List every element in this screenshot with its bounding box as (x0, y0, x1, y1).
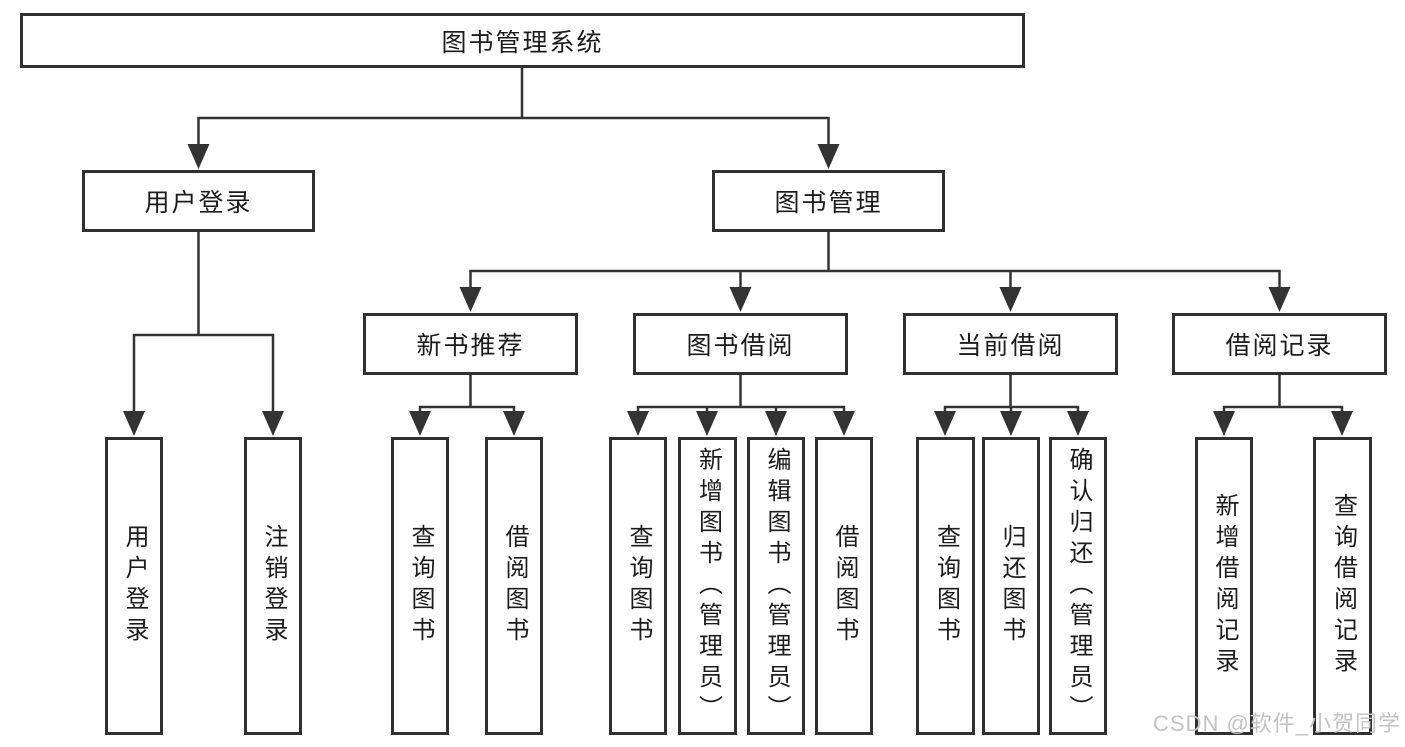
csdn-watermark: CSDN @软件_小贺同学 (1153, 711, 1402, 736)
node-label: 确认归还（管理员） (1065, 446, 1092, 726)
node-label: 归还图书 (998, 524, 1025, 648)
node-label: 当前借阅 (956, 332, 1065, 360)
node-label: 查询图书 (932, 524, 960, 648)
leaf-confirm-return-admin: 确认归还（管理员） (1049, 437, 1107, 735)
leaf-add-book-admin: 新增图书（管理员） (678, 437, 737, 735)
node-book-borrowing: 图书借阅 (633, 313, 848, 375)
leaf-return-books: 归还图书 (982, 437, 1040, 735)
arrow-heads (123, 144, 1353, 436)
node-new-book-recommend: 新书推荐 (363, 313, 578, 375)
node-label: 新增借阅记录 (1211, 493, 1238, 679)
node-label: 借阅图书 (501, 524, 528, 648)
leaf-borrow-books-newbooks: 借阅图书 (485, 437, 543, 735)
node-library-management-system: 图书管理系统 (20, 13, 1025, 68)
node-label: 新书推荐 (416, 332, 525, 360)
node-label: 新增图书（管理员） (694, 446, 722, 726)
leaf-query-books-current: 查询图书 (916, 437, 975, 735)
node-book-management: 图书管理 (712, 170, 945, 232)
node-current-borrowing: 当前借阅 (903, 313, 1118, 375)
leaf-edit-book-admin: 编辑图书（管理员） (747, 437, 805, 735)
node-label: 查询借阅记录 (1329, 493, 1357, 679)
leaf-query-books-borrowing: 查询图书 (609, 437, 667, 735)
node-label: 用户登录 (121, 524, 148, 648)
node-label: 用户登录 (144, 189, 253, 217)
node-label: 查询图书 (407, 524, 434, 648)
node-user-login: 用户登录 (82, 170, 315, 232)
leaf-user-login: 用户登录 (105, 437, 163, 735)
node-label: 查询图书 (625, 524, 652, 648)
node-borrowing-records: 借阅记录 (1172, 313, 1387, 375)
leaf-query-books-newbooks: 查询图书 (391, 437, 449, 735)
node-label: 注销登录 (260, 524, 287, 648)
leaf-borrow-books-borrowing: 借阅图书 (815, 437, 873, 735)
node-label: 图书借阅 (686, 332, 795, 360)
node-label: 借阅图书 (831, 524, 858, 648)
node-label: 编辑图书（管理员） (763, 446, 790, 726)
leaf-logout: 注销登录 (244, 437, 302, 735)
tree-edges (132, 66, 1344, 415)
node-label: 图书管理 (774, 189, 883, 217)
node-label: 借阅记录 (1225, 332, 1334, 360)
node-label: 图书管理系统 (441, 28, 604, 57)
leaf-query-borrow-record: 查询借阅记录 (1313, 437, 1372, 735)
leaf-add-borrow-record: 新增借阅记录 (1195, 437, 1253, 735)
